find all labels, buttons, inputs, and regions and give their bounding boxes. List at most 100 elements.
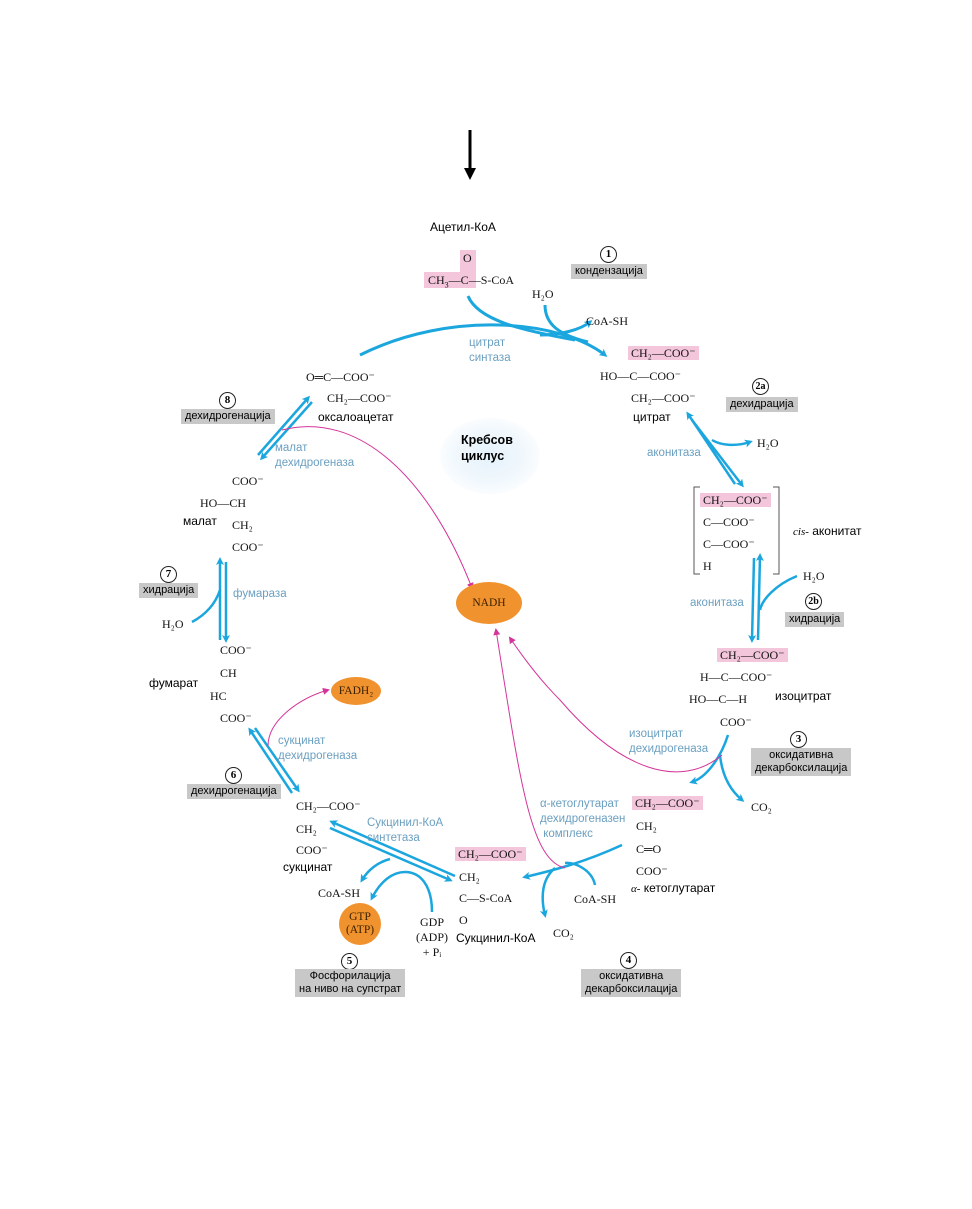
input-arrow (464, 130, 476, 180)
succinyl-coa-line-2: CH₂ (459, 870, 480, 884)
step-7-number: 7 (160, 566, 177, 583)
step-6-number: 6 (225, 767, 242, 784)
step-3-number: 3 (790, 731, 807, 748)
enzyme-aconitase-2: аконитаза (690, 597, 744, 609)
fumarate-label: фумарат (149, 676, 199, 690)
step-3-label: оксидативна декарбоксилација (751, 748, 852, 776)
coa-sh-step-1: CoA-SH (586, 314, 629, 328)
enzyme-isocitrate-dehydrogenase: изоцитрат дехидрогеназа (629, 728, 709, 755)
step-7-label: хидрација (139, 583, 199, 598)
co2-step-4: CO₂ (553, 926, 574, 940)
gdp-adp-pi: GDP (ADP) + Pᵢ (416, 915, 448, 959)
arrow-step-2b (748, 553, 798, 643)
step-8-label: дехидрогенација (181, 409, 275, 424)
step-1-label: кондензација (571, 264, 647, 279)
succinyl-coa-line-3: C—S-CoA (459, 891, 513, 905)
akg-line-4: COO⁻ (636, 864, 668, 878)
isocitrate-line-3: HO—C—H (689, 692, 748, 706)
fumarate-line-2: CH (220, 666, 237, 680)
isocitrate-line-4: COO⁻ (720, 715, 752, 729)
malate-line-1: COO⁻ (232, 474, 264, 488)
h2o-step-2a: H₂O (757, 436, 779, 450)
cis-aconitate-label: cis- аконитат (793, 524, 862, 539)
cis-aconitate-line-2: C—COO⁻ (703, 515, 755, 529)
arrow-step-3 (689, 734, 745, 802)
oxaloacetate-label: оксалоацетат (318, 410, 394, 424)
akg-line-3: C═O (636, 842, 662, 856)
citrate-line-3: CH₂—COO⁻ (631, 391, 696, 405)
center-glow (440, 418, 540, 494)
succinate-line-2: CH₂ (296, 822, 317, 836)
akg-label: α- кетоглутарат (631, 881, 715, 896)
isocitrate-line-1: CH₂—COO⁻ (717, 648, 788, 662)
acetyl-ch3-text: CH (428, 273, 445, 287)
step-2b-label: хидрација (785, 612, 845, 627)
coa-sh-step-5: CoA-SH (318, 886, 361, 900)
succinyl-coa-line-4: O (459, 913, 468, 927)
succinyl-coa-label: Сукцинил-КоА (456, 931, 536, 945)
h2o-step-2b: H₂O (803, 569, 825, 583)
acetyl-scoa: —S-CoA (468, 273, 515, 287)
cis-prefix: cis- (793, 526, 809, 538)
succinate-line-3: COO⁻ (296, 843, 328, 857)
gtp-atp-badge: GTP (ATP) (339, 903, 381, 945)
cycle-title: Кребсов циклус (461, 433, 513, 463)
oxaloacetate-line-2: CH₂—COO⁻ (327, 391, 392, 405)
acetyl-o: O (463, 251, 472, 265)
enzyme-malate-dehydrogenase: малат дехидрогеназа (275, 442, 355, 469)
akg-name: кетоглутарат (640, 881, 716, 895)
coa-sh-step-4: CoA-SH (574, 892, 617, 906)
h2o-step-7: H₂O (162, 617, 184, 631)
arrow-step-1 (359, 295, 608, 357)
step-2b-number: 2b (805, 593, 822, 610)
citrate-label: цитрат (633, 410, 671, 424)
enzyme-citrate-synthase: цитрат синтаза (469, 337, 511, 364)
arrow-step-2a (686, 411, 753, 488)
malate-line-2: HO—CH (200, 496, 247, 510)
step-6-label: дехидрогенација (187, 784, 281, 799)
isocitrate-label: изоцитрат (775, 689, 832, 703)
cis-aconitate-line-4: H (703, 559, 712, 573)
cis-aconitate-brackets (693, 486, 780, 575)
oxaloacetate-line-1: O═C—COO⁻ (306, 370, 375, 384)
citrate-line-1: CH₂—COO⁻ (628, 346, 699, 360)
step-2a-label: дехидрација (726, 397, 798, 412)
akg-line-1: CH₂—COO⁻ (632, 796, 703, 810)
cis-aconitate-line-3: C—COO⁻ (703, 537, 755, 551)
nadh-paths (267, 426, 723, 869)
step-2a-number: 2a (752, 378, 769, 395)
succinate-line-1: CH₂—COO⁻ (296, 799, 361, 813)
cis-aconitate-line-1: CH₂—COO⁻ (700, 493, 771, 507)
step-8-number: 8 (219, 392, 236, 409)
step-1-number: 1 (600, 246, 617, 263)
acetyl-ch3: CH3—C—S-CoA (428, 273, 515, 290)
arrow-step-7 (191, 557, 230, 643)
cis-aconitate-name: аконитат (808, 524, 862, 538)
acetyl-coa-label: Ацетил-КоА (430, 220, 496, 234)
arrow-step-8 (257, 395, 313, 461)
succinate-label: сукцинат (283, 860, 333, 874)
acetyl-highlight-horizontal (424, 272, 476, 288)
nadh-badge: NADH (456, 582, 522, 624)
enzyme-aconitase-1: аконитаза (647, 447, 701, 459)
step-4-label: оксидативна декарбоксилација (581, 969, 682, 997)
malate-line-3: CH₂ (232, 518, 253, 532)
fumarate-line-4: COO⁻ (220, 711, 252, 725)
enzyme-fumarase: фумараза (233, 588, 287, 600)
step-4-number: 4 (620, 952, 637, 969)
isocitrate-line-2: H—C—COO⁻ (700, 670, 773, 684)
step-5-number: 5 (341, 953, 358, 970)
malate-line-4: COO⁻ (232, 540, 264, 554)
succinyl-coa-line-1: CH₂—COO⁻ (455, 847, 526, 861)
enzyme-succinate-dehydrogenase: сукцинат дехидрогеназа (278, 735, 358, 762)
akg-prefix: α- (631, 883, 641, 895)
enzyme-succinyl-coa-synthetase: Сукцинил-КоА синтетаза (367, 817, 444, 844)
acetyl-c: C (460, 273, 469, 287)
citrate-line-2: HO—C—COO⁻ (600, 369, 682, 383)
enzyme-akg-dehydrogenase-complex: α-кетоглутарат дехидрогеназен комплекс (540, 798, 626, 840)
h2o-step-1: H₂O (532, 287, 554, 301)
fumarate-line-3: HC (210, 689, 227, 703)
arrow-step-6 (248, 727, 300, 794)
